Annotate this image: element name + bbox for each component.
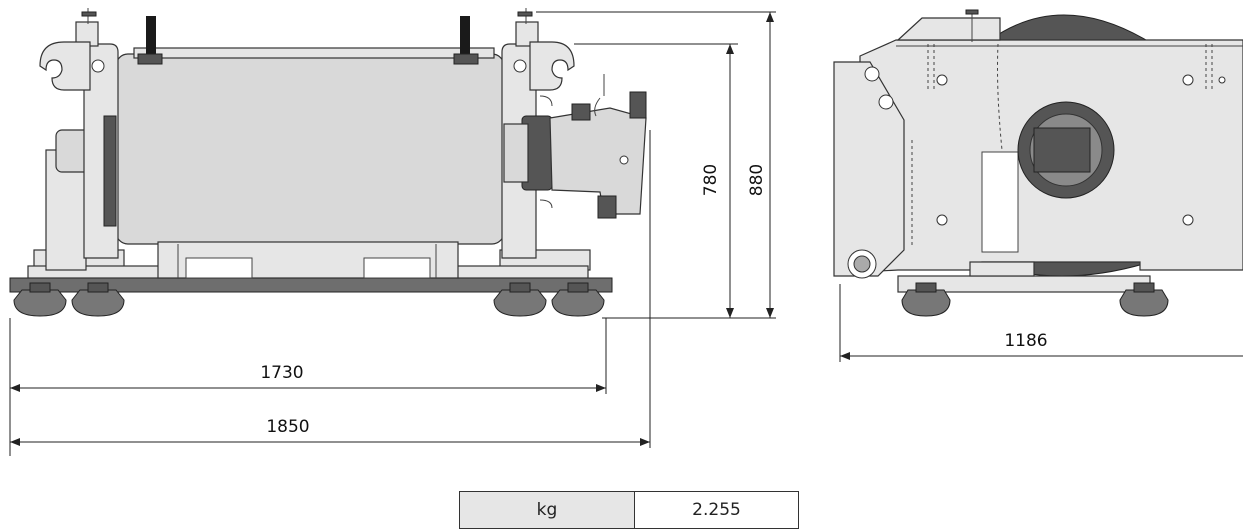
side-drum xyxy=(115,53,505,245)
height-880-label: 880 xyxy=(747,164,767,196)
side-dimension-lines xyxy=(9,11,776,456)
weight-table: kg 2.255 xyxy=(459,491,799,529)
side-view: 780 880 1730 1850 xyxy=(9,8,776,456)
weight-value-cell: 2.255 xyxy=(634,491,799,529)
end-view: 1186 xyxy=(833,9,1243,362)
width-1186-label: 1186 xyxy=(1004,331,1047,351)
lifting-post-left xyxy=(146,16,156,62)
height-780-label: 780 xyxy=(701,164,721,196)
side-feet xyxy=(13,282,605,317)
weight-unit-cell: kg xyxy=(459,491,635,529)
lifting-post-right xyxy=(460,16,470,62)
length-1850-label: 1850 xyxy=(266,417,309,437)
length-1730-label: 1730 xyxy=(260,363,303,383)
end-dimension-lines xyxy=(839,284,1243,362)
